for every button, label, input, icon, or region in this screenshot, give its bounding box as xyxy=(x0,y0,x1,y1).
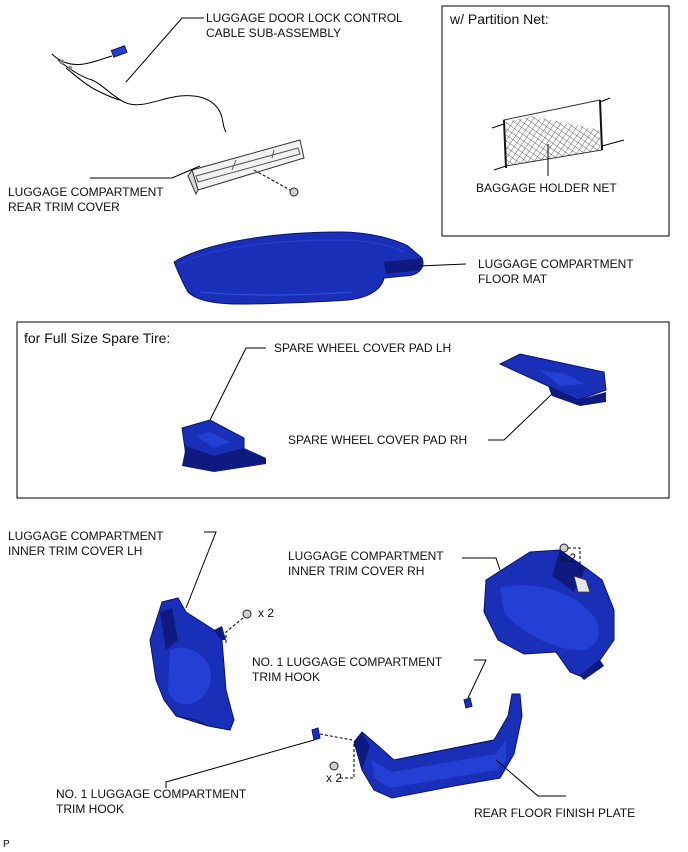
hook-lower-label-line1: NO. 1 LUGGAGE COMPARTMENT xyxy=(56,787,247,801)
inner-rh-label-line1: LUGGAGE COMPARTMENT xyxy=(288,549,444,563)
inner-lh-callout: LUGGAGE COMPARTMENT INNER TRIM COVER LH xyxy=(8,529,217,609)
floor-mat-callout: LUGGAGE COMPARTMENT FLOOR MAT xyxy=(417,257,634,286)
rh-clips: x 2 xyxy=(559,543,581,572)
hook-upper-label-line1: NO. 1 LUGGAGE COMPARTMENT xyxy=(252,655,443,669)
partition-box-title: w/ Partition Net: xyxy=(449,11,549,27)
floor-mat-label-line2: FLOOR MAT xyxy=(478,272,548,286)
clip-icon xyxy=(329,761,339,771)
baggage-holder-net xyxy=(491,97,625,171)
spare-wheel-cover-pad-lh xyxy=(181,419,266,472)
hook-lower-label-line2: TRIM HOOK xyxy=(56,802,124,816)
lock-control-cable xyxy=(51,45,227,133)
plate-clip-count: x 2 xyxy=(326,771,342,785)
cable-label-line2: CABLE SUB-ASSEMBLY xyxy=(206,26,341,40)
lh-clip-count: x 2 xyxy=(258,606,274,620)
inner-trim-cover-lh xyxy=(149,597,235,731)
rear-trim-label-line2: REAR TRIM COVER xyxy=(8,200,120,214)
inner-trim-cover-rh xyxy=(483,549,615,680)
finish-plate-callout: REAR FLOOR FINISH PLATE xyxy=(474,759,635,820)
plate-clips: x 2 xyxy=(326,744,355,785)
floor-mat-label-line1: LUGGAGE COMPARTMENT xyxy=(478,257,634,271)
rear-trim-label-line1: LUGGAGE COMPARTMENT xyxy=(8,185,164,199)
rear-trim-callout: LUGGAGE COMPARTMENT REAR TRIM COVER xyxy=(8,165,201,214)
inner-rh-label-line2: INNER TRIM COVER RH xyxy=(288,564,424,578)
rh-clip-count: x 2 xyxy=(560,551,576,565)
lh-clips: x 2 xyxy=(225,606,274,644)
corner-mark: P xyxy=(3,839,10,850)
spare-wheel-cover-pad-rh xyxy=(498,353,607,406)
inner-lh-label-line1: LUGGAGE COMPARTMENT xyxy=(8,529,164,543)
hook-upper-label-line2: TRIM HOOK xyxy=(252,670,320,684)
spare-box-title: for Full Size Spare Tire: xyxy=(24,330,170,346)
pad-rh-label: SPARE WHEEL COVER PAD RH xyxy=(288,433,467,447)
cable-callout: LUGGAGE DOOR LOCK CONTROL CABLE SUB-ASSE… xyxy=(125,11,403,83)
spare-tire-box: for Full Size Spare Tire: SPARE WHEEL CO… xyxy=(16,321,670,499)
rear-trim-cover xyxy=(187,139,305,197)
trim-hook-upper: NO. 1 LUGGAGE COMPARTMENT TRIM HOOK xyxy=(252,655,487,709)
trim-hook-lower: NO. 1 LUGGAGE COMPARTMENT TRIM HOOK xyxy=(56,727,353,816)
clip-icon xyxy=(242,609,252,619)
baggage-net-label: BAGGAGE HOLDER NET xyxy=(476,181,617,195)
floor-mat xyxy=(173,231,424,305)
partition-net-box: w/ Partition Net: BAGGAGE HOLDER NET xyxy=(441,5,670,237)
rear-floor-finish-plate xyxy=(353,693,523,799)
finish-plate-label: REAR FLOOR FINISH PLATE xyxy=(474,806,635,820)
cable-label-line1: LUGGAGE DOOR LOCK CONTROL xyxy=(206,11,403,25)
inner-lh-label-line2: INNER TRIM COVER LH xyxy=(8,544,142,558)
pad-lh-label: SPARE WHEEL COVER PAD LH xyxy=(274,341,451,355)
inner-rh-callout: LUGGAGE COMPARTMENT INNER TRIM COVER RH xyxy=(288,549,501,578)
